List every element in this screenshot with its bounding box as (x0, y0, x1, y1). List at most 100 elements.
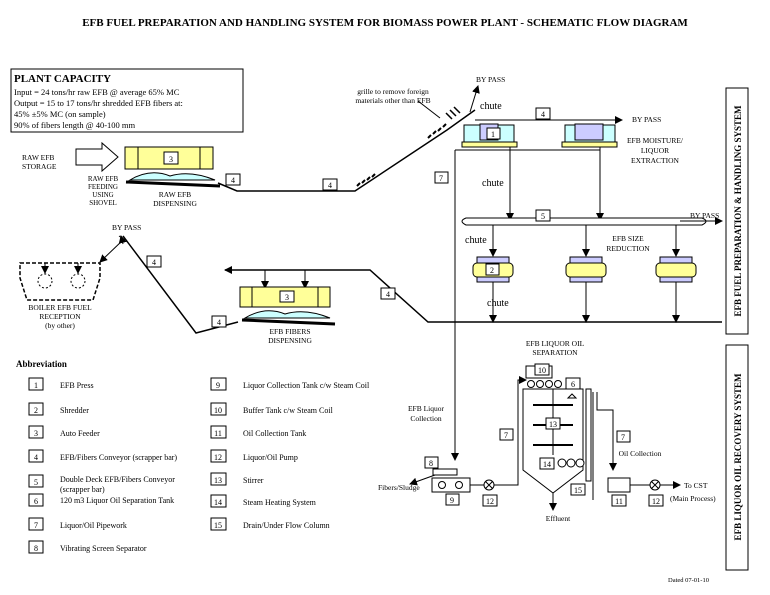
moisture-label: EFB MOISTURE/ (627, 136, 684, 145)
conveyor-5 (461, 217, 707, 226)
drain-column (585, 388, 592, 482)
num-box (486, 127, 501, 140)
bypass-label: BY PASS (476, 75, 505, 84)
legend-num: 13 (214, 476, 222, 485)
shredder-2 (565, 256, 607, 283)
conveyor-4-raw (217, 109, 476, 192)
main-process-label: (Main Process) (670, 494, 716, 503)
num-box (648, 494, 664, 507)
capacity-line: Output = 15 to 17 tons/hr shredded EFB f… (14, 98, 183, 108)
legend-text: Double Deck EFB/Fibers Conveyor (60, 475, 175, 484)
steam-heater (575, 458, 585, 468)
press-body (574, 123, 604, 141)
num-box (445, 493, 460, 506)
chute-label: chute (465, 235, 487, 246)
capacity-line: 45% ±5% MC (on sample) (14, 109, 106, 119)
moisture-label: EXTRACTION (631, 156, 679, 165)
liquor-collection-tank (431, 477, 471, 493)
side-panel-bottom (725, 344, 749, 571)
legend-text: Auto Feeder (60, 429, 100, 438)
num-label: 7 (439, 174, 443, 183)
num-box (380, 287, 396, 300)
legend-num: 4 (34, 453, 38, 462)
legend-text: Shredder (60, 406, 89, 415)
num-label: 10 (538, 366, 546, 375)
liquor-sep-label: SEPARATION (532, 348, 578, 357)
num-label: 7 (621, 433, 625, 442)
tank-coil (438, 481, 446, 489)
scraper-marks (356, 123, 447, 187)
pump-cross (485, 481, 493, 489)
raw-efb-storage-label: RAW EFB (22, 153, 54, 162)
fibers-belt (241, 318, 336, 326)
dispense-belt (125, 180, 221, 188)
num-label: 8 (429, 459, 433, 468)
steam-coil (545, 380, 553, 388)
num-label: 12 (652, 497, 660, 506)
to-boiler (99, 239, 124, 263)
vibrating-screen (432, 468, 458, 476)
feeding-label: SHOVEL (89, 199, 117, 207)
num-label: 11 (615, 497, 623, 506)
legend-text: Drain/Under Flow Column (243, 521, 330, 530)
press-base (561, 141, 618, 148)
num-label: 9 (450, 496, 454, 505)
legend-num: 11 (214, 429, 222, 438)
num-label: 14 (543, 460, 551, 469)
legend-text: Liquor/Oil Pipework (60, 521, 127, 530)
steam-heater (557, 458, 567, 468)
legend-text: EFB/Fibers Conveyor (scrapper bar) (60, 453, 177, 462)
pump-cross (651, 481, 659, 489)
legend-num-box (28, 493, 44, 507)
num-box (424, 456, 439, 469)
legend-num-box (28, 425, 44, 439)
raw-efb-storage-label: STORAGE (22, 162, 57, 171)
capacity-line: Input = 24 tons/hr raw EFB @ average 65%… (14, 87, 180, 97)
num-box (499, 428, 514, 441)
oil-collection-tank (607, 477, 631, 493)
num-box (146, 255, 162, 268)
num-box (570, 483, 586, 496)
legend-text: Steam Heating System (243, 498, 317, 507)
side-label-top: EFB FUEL PREPARATION & HANDLING SYSTEM (733, 105, 743, 316)
boiler-label: (by other) (45, 321, 75, 330)
to-cst-label: To CST (684, 481, 708, 490)
plant-capacity-box (10, 68, 244, 133)
legend-num: 2 (34, 406, 38, 415)
bypass-label: BY PASS (112, 223, 141, 232)
legend-num-box (210, 517, 227, 531)
legend-num-box (210, 377, 227, 391)
capacity-line: 90% of fibers length @ 40-100 mm (14, 120, 136, 130)
num-label: 4 (231, 176, 235, 185)
fibers-pile (243, 310, 331, 319)
legend-text: (scrapper bar) (60, 485, 105, 494)
grille-pointer (417, 100, 441, 119)
legend-num-box (28, 449, 44, 463)
legend-num-box (210, 449, 227, 463)
legend-num-box (210, 425, 227, 439)
num-box (163, 151, 179, 165)
legend-num-box (28, 540, 44, 554)
legend-text: Liquor Collection Tank c/w Steam Coil (243, 381, 370, 390)
fibers-dispensing-label: EFB FIBERS (269, 327, 310, 336)
num-label: 5 (541, 212, 545, 221)
raw-efb-pile (128, 172, 216, 181)
effluent-label: Effluent (546, 514, 571, 523)
num-box (482, 494, 498, 507)
num-label: 15 (574, 486, 582, 495)
steam-coil (554, 380, 562, 388)
chute-label: chute (480, 101, 502, 112)
num-label: 12 (486, 497, 494, 506)
legend-num: 1 (34, 381, 38, 390)
abbreviation-heading: Abbreviation (16, 359, 67, 369)
num-label: 4 (541, 110, 545, 119)
num-label: 4 (328, 181, 332, 190)
grille-hatch (445, 106, 461, 120)
legend-num: 15 (214, 521, 222, 530)
fibers-out (409, 474, 436, 486)
tank-coil (455, 481, 463, 489)
num-box (225, 173, 241, 186)
liquor-pipe-to-tank (517, 376, 527, 478)
